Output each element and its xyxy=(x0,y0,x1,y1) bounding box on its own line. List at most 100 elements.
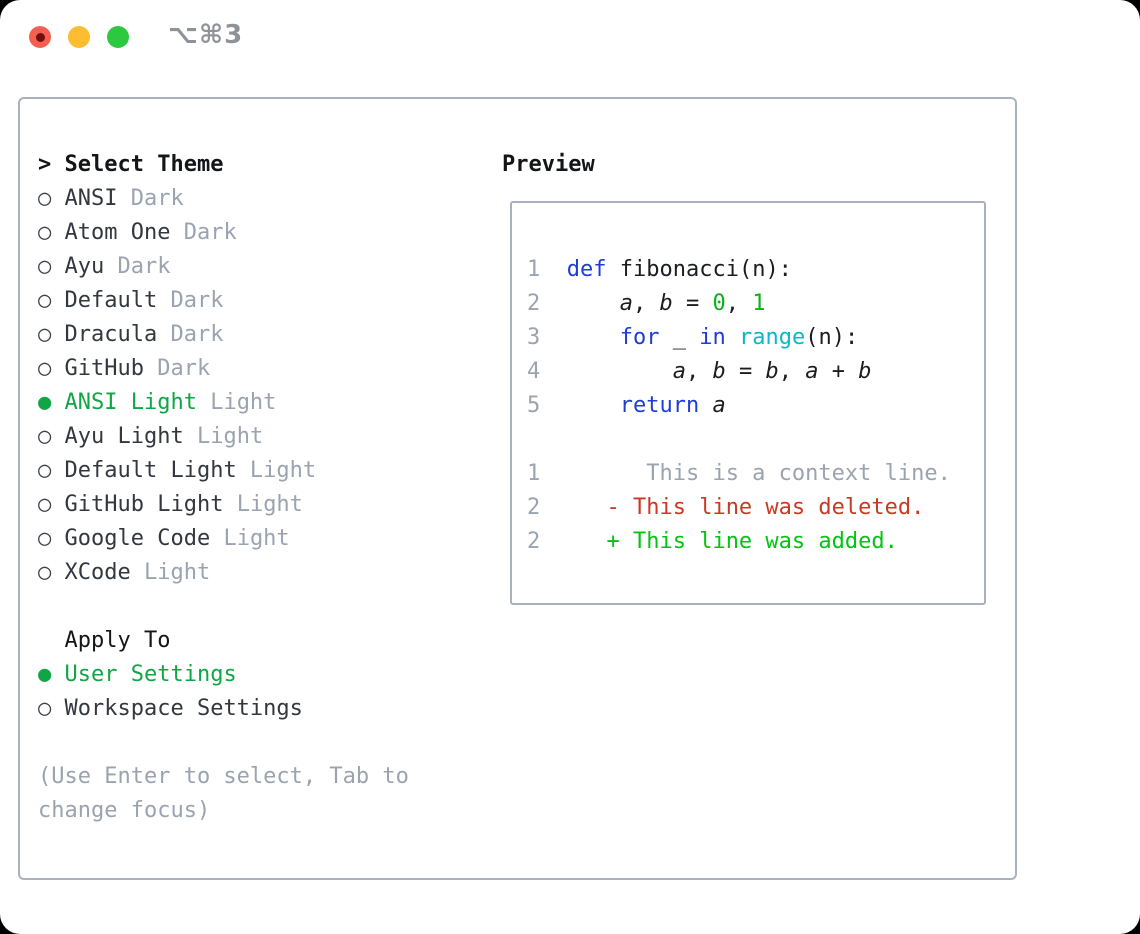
code-segment-kw: in xyxy=(699,325,726,350)
apply-option-label: Workspace Settings xyxy=(64,696,303,721)
code-segment-fg xyxy=(726,325,739,350)
code-segment-ln: 2 xyxy=(527,529,541,554)
code-segment-fg: fibonacci(n): xyxy=(606,257,792,282)
code-segment-fg xyxy=(699,393,712,418)
code-segment-add: + This line was added. xyxy=(606,529,898,554)
theme-name: Ayu Light xyxy=(64,424,184,449)
theme-name: XCode xyxy=(64,560,131,585)
apply-to-section: Apply To● User Settings○ Workspace Setti… xyxy=(38,624,470,726)
code-segment-fg xyxy=(540,393,619,418)
diff-line: 2 - This line was deleted. xyxy=(527,491,984,525)
code-segment-var: b xyxy=(858,359,872,384)
theme-option-default[interactable]: ○ Default Dark xyxy=(38,284,470,318)
code-segment-var: a xyxy=(805,359,819,384)
radio-icon: ○ xyxy=(38,424,65,449)
code-segment-fg: , xyxy=(685,359,713,384)
code-segment-ln: 4 xyxy=(527,359,541,384)
apply-option-user-settings[interactable]: ● User Settings xyxy=(38,658,470,692)
code-segment-kw: def xyxy=(566,257,607,282)
theme-option-atom-one[interactable]: ○ Atom One Dark xyxy=(38,216,470,250)
code-segment-ln: 3 xyxy=(527,325,541,350)
code-segment-fg: , xyxy=(778,359,806,384)
theme-name: GitHub Light xyxy=(64,492,224,517)
code-segment-var: b xyxy=(765,359,779,384)
close-button[interactable] xyxy=(29,26,51,48)
code-line: 1 def fibonacci(n): xyxy=(527,253,984,287)
theme-option-xcode[interactable]: ○ XCode Light xyxy=(38,556,470,590)
code-segment-fg xyxy=(540,257,567,282)
theme-option-default-light[interactable]: ○ Default Light Light xyxy=(38,454,470,488)
radio-icon: ○ xyxy=(38,492,65,517)
code-segment-ln: 1 xyxy=(527,461,541,486)
code-segment-var: a xyxy=(712,393,726,418)
cursor-icon: > xyxy=(38,152,65,177)
code-segment-kw: for xyxy=(619,325,660,350)
code-segment-fg xyxy=(540,495,606,520)
theme-selector-column: > Select Theme○ ANSI Dark○ Atom One Dark… xyxy=(38,148,470,828)
theme-option-ayu[interactable]: ○ Ayu Dark xyxy=(38,250,470,284)
radio-icon: ○ xyxy=(38,322,65,347)
code-segment-fg: = xyxy=(672,291,713,316)
code-segment-num: 0 xyxy=(712,291,726,316)
code-segment-fg xyxy=(540,529,606,554)
theme-list-header-row: > Select Theme xyxy=(38,148,470,182)
theme-list-header: Select Theme xyxy=(64,152,224,177)
code-segment-fg: _ xyxy=(659,325,700,350)
radio-selected-icon: ● xyxy=(38,390,65,415)
code-line: 3 for _ in range(n): xyxy=(527,321,984,355)
theme-option-ayu-light[interactable]: ○ Ayu Light Light xyxy=(38,420,470,454)
radio-icon: ○ xyxy=(38,254,65,279)
apply-option-workspace-settings[interactable]: ○ Workspace Settings xyxy=(38,692,470,726)
diff-lines: 1 This is a context line.2 - This line w… xyxy=(527,457,984,559)
apply-to-header: Apply To xyxy=(38,628,171,653)
apply-option-label: User Settings xyxy=(64,662,237,687)
code-segment-ln: 2 xyxy=(527,291,541,316)
theme-option-github-light[interactable]: ○ GitHub Light Light xyxy=(38,488,470,522)
code-segment-fg: , xyxy=(632,291,660,316)
code-segment-fg xyxy=(540,461,646,486)
code-segment-fg: (n): xyxy=(805,325,859,350)
theme-option-github[interactable]: ○ GitHub Dark xyxy=(38,352,470,386)
code-segment-var: a xyxy=(619,291,633,316)
theme-variant-label: Dark xyxy=(143,356,211,381)
code-segment-var: a xyxy=(672,359,686,384)
code-segment-del: - This line was deleted. xyxy=(606,495,925,520)
minimize-button[interactable] xyxy=(68,26,90,48)
radio-icon: ○ xyxy=(38,458,65,483)
preview-header: Preview xyxy=(502,152,595,177)
theme-name: Default xyxy=(64,288,158,313)
code-segment-fg: , xyxy=(725,291,753,316)
theme-variant-label: Light xyxy=(196,390,277,415)
theme-variant-label: Light xyxy=(130,560,211,585)
code-line: 5 return a xyxy=(527,389,984,423)
code-segment-fg xyxy=(540,359,672,384)
help-text: (Use Enter to select, Tab to change focu… xyxy=(38,764,409,823)
theme-variant-label: Dark xyxy=(104,254,171,279)
theme-name: GitHub xyxy=(64,356,144,381)
theme-variant-label: Light xyxy=(183,424,264,449)
code-segment-fg xyxy=(540,291,619,316)
theme-variant-label: Dark xyxy=(157,322,224,347)
zoom-button[interactable] xyxy=(107,26,129,48)
code-line: 2 a, b = 0, 1 xyxy=(527,287,984,321)
radio-icon: ○ xyxy=(38,560,65,585)
theme-variant-label: Light xyxy=(236,458,317,483)
theme-option-dracula[interactable]: ○ Dracula Dark xyxy=(38,318,470,352)
code-line: 4 a, b = b, a + b xyxy=(527,355,984,389)
spacer-row xyxy=(38,726,470,760)
theme-variant-label: Light xyxy=(223,492,303,517)
theme-name: Ayu xyxy=(64,254,105,279)
radio-icon: ○ xyxy=(38,696,65,721)
code-segment-var: b xyxy=(659,291,673,316)
theme-option-ansi-light[interactable]: ● ANSI Light Light xyxy=(38,386,470,420)
code-segment-bi: range xyxy=(738,325,806,350)
theme-variant-label: Light xyxy=(210,526,290,551)
theme-list: > Select Theme○ ANSI Dark○ Atom One Dark… xyxy=(38,148,470,590)
theme-option-google-code[interactable]: ○ Google Code Light xyxy=(38,522,470,556)
theme-option-ansi[interactable]: ○ ANSI Dark xyxy=(38,182,470,216)
close-dot-icon xyxy=(35,32,45,42)
